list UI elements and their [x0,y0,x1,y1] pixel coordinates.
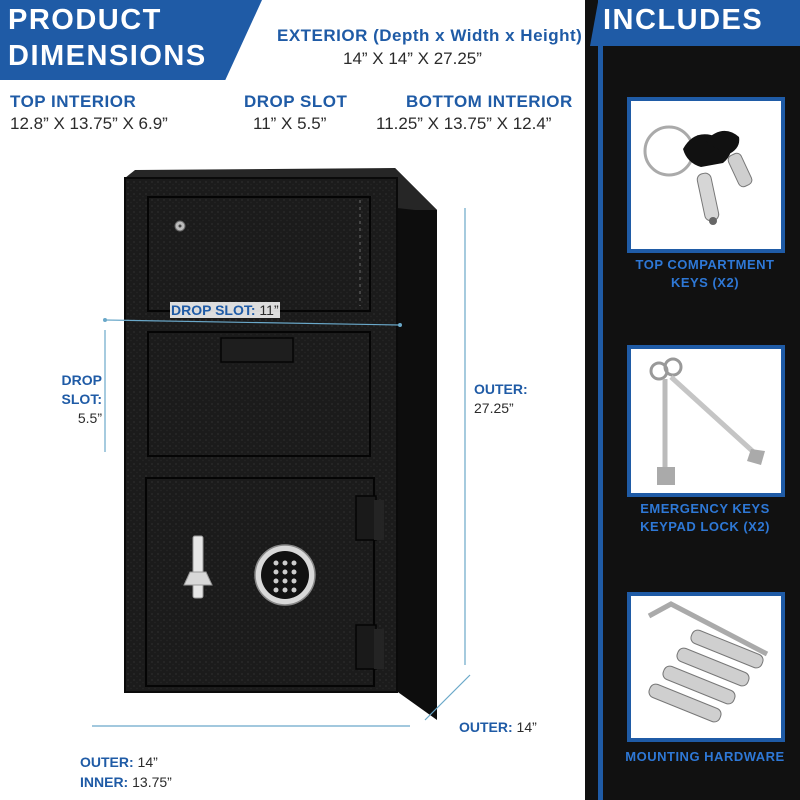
page-title-line1: PRODUCT [8,4,162,36]
outer-depth-value: 14” [512,719,537,735]
drop-slot-height-label-1: DROP [61,372,102,388]
outer-height-annotation: OUTER: 27.25” [474,380,528,418]
drop-slot-width-value: 11” [255,302,279,318]
mounting-hardware-icon [647,601,769,723]
include-label-emergency-keys-2: KEYPAD LOCK (X2) [640,519,770,534]
keypad-face [261,551,309,599]
outer-width-value: 14” [133,754,158,770]
top-interior-value: 12.8” X 13.75” X 6.9” [10,114,168,133]
bottom-door [145,477,375,687]
top-compartment-door [147,196,371,312]
safe-illustration [92,168,471,727]
include-item-emergency-keys [627,345,785,497]
title-banner [0,0,262,80]
include-label-top-keys-1: TOP COMPARTMENT [635,257,775,272]
inner-width-value: 13.75” [128,774,172,790]
page-title-line2: DIMENSIONS [8,40,207,72]
drop-slot-height-annotation: DROP SLOT: 5.5” [56,371,102,428]
drop-slot-width-line [104,319,401,326]
outer-depth-line [424,674,471,721]
include-label-emergency-keys: EMERGENCY KEYS KEYPAD LOCK (X2) [605,500,800,536]
width-annotation: OUTER: 14” INNER: 13.75” [80,752,172,792]
include-label-top-keys-2: KEYS (X2) [670,275,740,290]
bottom-interior-label: BOTTOM INTERIOR [406,92,573,111]
drop-slot-width-annotation: DROP SLOT: 11” [170,302,280,318]
include-label-mounting-hardware: MOUNTING HARDWARE [625,749,785,764]
drop-slot-handle [220,337,294,363]
hinge-bottom [355,624,377,670]
drop-slot-width-label: DROP SLOT: [171,302,256,318]
keypad-buttons [273,560,297,593]
includes-panel-border [598,0,800,800]
drop-slot-value: 11” X 5.5” [253,114,327,133]
outer-depth-label: OUTER: [459,719,513,735]
include-item-mounting-hardware [627,592,785,742]
safe-side-panel [395,168,437,720]
includes-banner [590,0,800,46]
include-label-emergency-keys-1: EMERGENCY KEYS [640,501,770,516]
drop-slot-label: DROP SLOT [244,92,348,111]
outer-height-label: OUTER: [474,381,528,397]
outer-width-label: OUTER: [80,754,134,770]
bottom-interior-value: 11.25” X 13.75” X 12.4” [376,114,552,133]
top-interior-label: TOP INTERIOR [10,92,137,111]
hinge-top [355,495,377,541]
includes-title: INCLUDES [603,4,764,36]
emergency-keys-icon [649,357,765,485]
outer-depth-annotation: OUTER: 14” [459,719,537,735]
door-handle [192,535,204,599]
drop-slot-height-value: 5.5” [77,410,102,426]
exterior-label: EXTERIOR (Depth x Width x Height) [277,26,583,45]
inner-width-label: INNER: [80,774,129,790]
include-item-top-keys [627,97,785,253]
include-label-top-keys: TOP COMPARTMENT KEYS (X2) [605,256,800,292]
drop-slot-height-label-2: SLOT: [61,391,102,407]
keys-icon [643,125,753,225]
outer-height-value: 27.25” [474,400,514,416]
exterior-value: 14” X 14” X 27.25” [343,49,482,68]
